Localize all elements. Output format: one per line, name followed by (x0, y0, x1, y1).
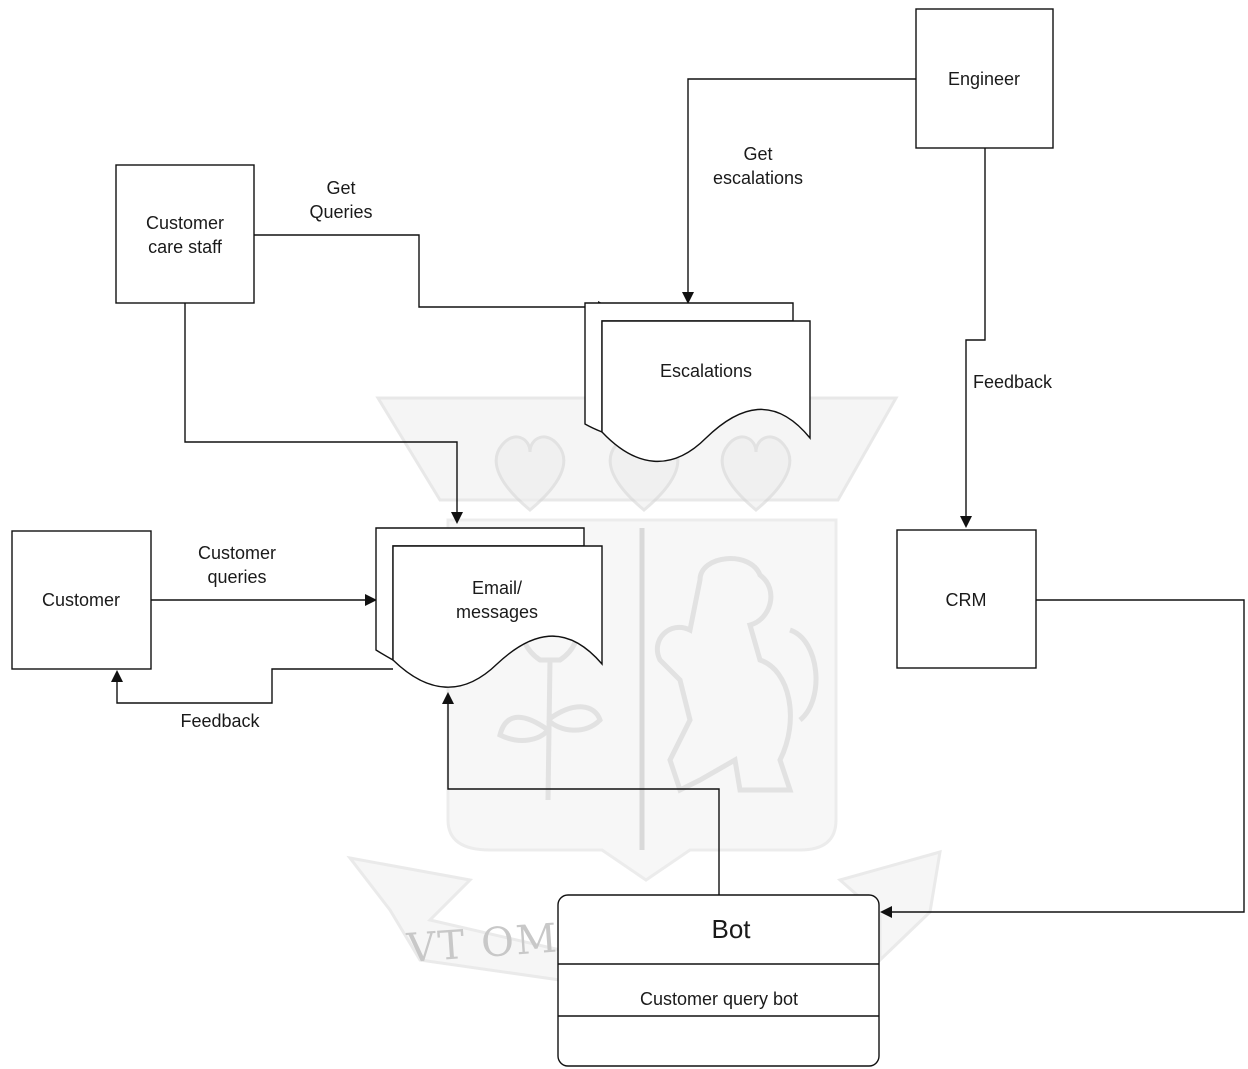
edge-label-customer-queries: queries (207, 567, 266, 587)
email-messages-label: Email/ (472, 578, 522, 598)
escalations-label: Escalations (660, 361, 752, 381)
customer-care-staff-box (116, 165, 254, 303)
edge-label-get-escalations: Get (743, 144, 772, 164)
edge-label-get-escalations: escalations (713, 168, 803, 188)
arrowhead-icon (111, 670, 123, 682)
crm-label: CRM (946, 590, 987, 610)
edge-email-to-customer (117, 669, 393, 703)
node-engineer: Engineer (916, 9, 1053, 148)
watermark-crest: VT OMN (350, 398, 940, 980)
node-bot: Bot Customer query bot (558, 895, 879, 1066)
arrowhead-icon (365, 594, 377, 606)
engineer-label: Engineer (948, 69, 1020, 89)
edge-label-get-queries: Queries (309, 202, 372, 222)
edge-engineer-to-crm (966, 148, 985, 518)
customer-label: Customer (42, 590, 120, 610)
edge-label-feedback-crm: Feedback (973, 372, 1053, 392)
customer-care-staff-label: care staff (148, 237, 223, 257)
node-crm: CRM (897, 530, 1036, 668)
bot-subtitle: Customer query bot (640, 989, 798, 1009)
bot-title: Bot (711, 914, 751, 944)
customer-care-staff-label: Customer (146, 213, 224, 233)
arrowhead-icon (960, 516, 972, 528)
edge-label-customer-queries: Customer (198, 543, 276, 563)
arrowhead-icon (682, 292, 694, 304)
node-customer-care-staff: Customer care staff (116, 165, 254, 303)
edge-care-staff-to-escalations (254, 235, 600, 307)
email-messages-label: messages (456, 602, 538, 622)
edge-label-feedback-customer: Feedback (180, 711, 260, 731)
node-customer: Customer (12, 531, 151, 669)
edge-label-get-queries: Get (326, 178, 355, 198)
